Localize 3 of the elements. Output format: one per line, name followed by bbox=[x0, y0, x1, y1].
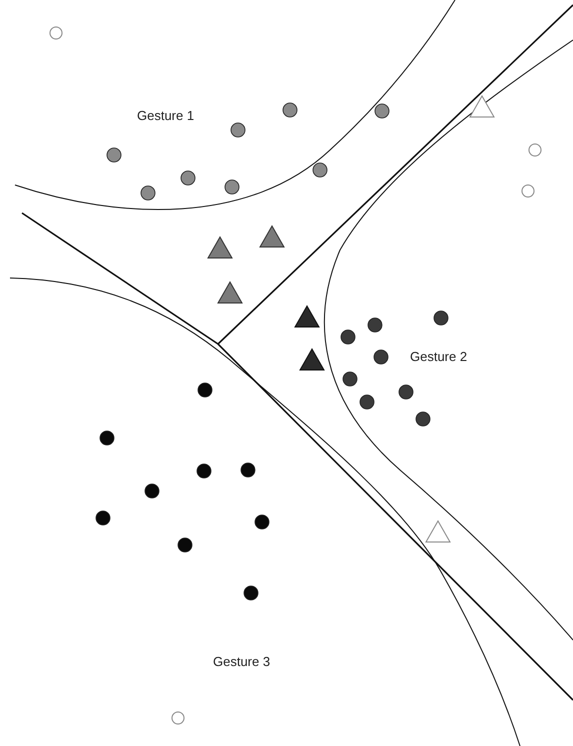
class-label: Gesture 1 bbox=[137, 108, 194, 123]
class-label: Gesture 3 bbox=[213, 654, 270, 669]
class-label: Gesture 2 bbox=[410, 349, 468, 364]
